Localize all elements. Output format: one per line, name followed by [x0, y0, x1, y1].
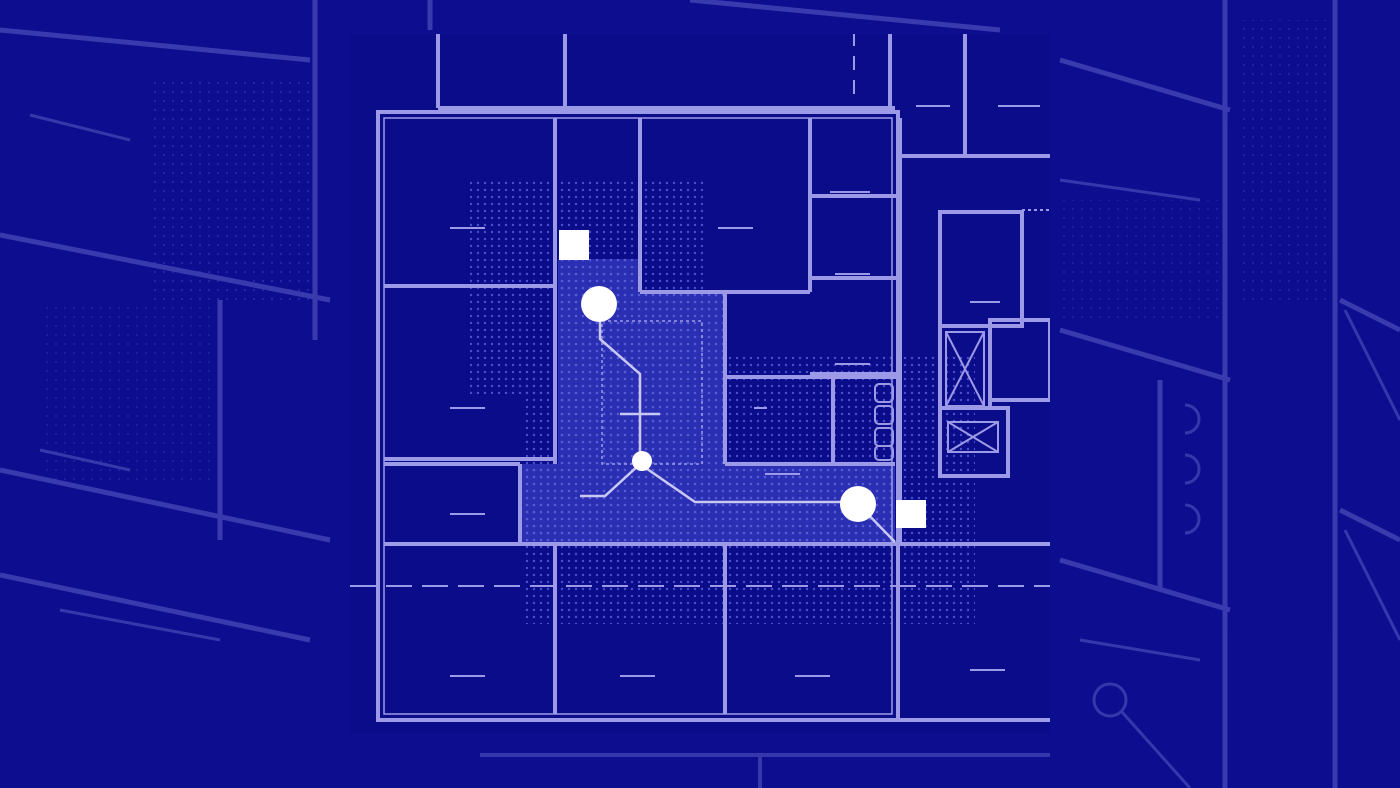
square-marker-icon[interactable] — [896, 500, 926, 528]
circle-node-icon[interactable] — [581, 286, 617, 322]
circle-junction-icon[interactable] — [632, 451, 652, 471]
highlighted-corridor-texture — [520, 259, 895, 542]
room-label-ticks — [450, 105, 1040, 677]
floor-plan — [350, 34, 1050, 734]
circle-node-icon[interactable] — [840, 486, 876, 522]
restroom-fixtures — [874, 383, 894, 461]
dashed-guides — [350, 34, 1050, 587]
square-marker-icon[interactable] — [559, 230, 589, 260]
floor-plan-svg — [350, 34, 1050, 734]
walls — [376, 34, 1050, 722]
elevator-shafts — [945, 331, 999, 453]
